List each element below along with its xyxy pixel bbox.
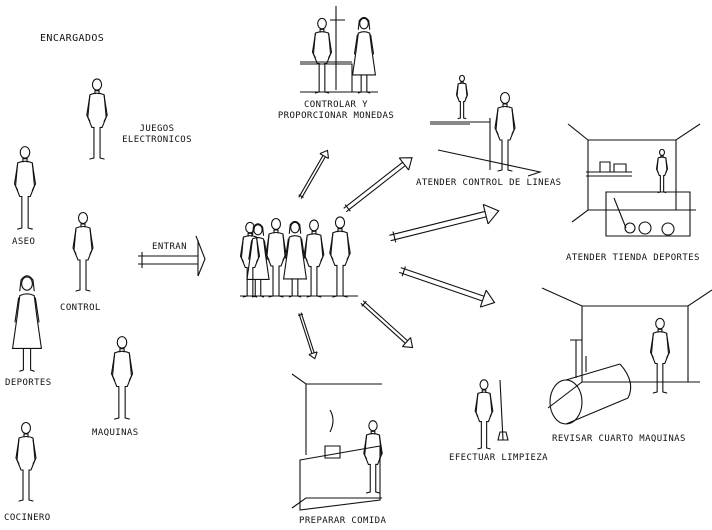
tienda-scene xyxy=(568,124,700,236)
maquinas-scene xyxy=(542,288,712,424)
label-aseo: ASEO xyxy=(12,237,36,247)
lineas-scene xyxy=(430,75,540,176)
arrow-to-lineas xyxy=(339,151,418,217)
visitor-group xyxy=(239,216,358,298)
label-control: CONTROL xyxy=(60,303,101,313)
label-juegos: JUEGOS ELECTRONICOS xyxy=(122,124,192,146)
arrow-to-limpieza xyxy=(357,297,418,353)
arrow-to-tienda xyxy=(386,200,502,249)
label-cocinero: COCINERO xyxy=(4,513,51,523)
label-maquinas: MAQUINAS xyxy=(92,428,139,438)
arrow-to-monedas xyxy=(295,147,333,201)
comida-scene xyxy=(292,374,383,510)
label-deportes: DEPORTES xyxy=(5,378,52,388)
label-comida: PREPARAR COMIDA xyxy=(299,516,387,526)
label-monedas-line1: CONTROLAR Y xyxy=(303,100,368,110)
staff-maquinas-figure xyxy=(110,336,134,420)
label-maquinas-activity: REVISAR CUARTO MAQUINAS xyxy=(552,434,686,444)
label-lineas: ATENDER CONTROL DE LINEAS xyxy=(416,178,562,188)
monedas-scene xyxy=(300,6,378,94)
staff-juegos-figure xyxy=(86,78,108,160)
arrow-to-comida xyxy=(295,311,320,361)
label-juegos-text: JUEGOS ELECTRONICOS xyxy=(122,124,192,145)
staff-cocinero-figure xyxy=(15,421,37,502)
staff-aseo-figure xyxy=(13,146,37,230)
limpieza-scene xyxy=(474,379,508,450)
staff-deportes-figure xyxy=(11,275,43,372)
label-monedas-line2: PROPORCIONAR MONEDAS xyxy=(277,111,395,121)
arrow-to-maquinas xyxy=(396,260,499,312)
label-limpieza: EFECTUAR LIMPIEZA xyxy=(449,453,548,463)
entry-arrow xyxy=(138,236,205,276)
label-entran: ENTRAN xyxy=(152,242,187,252)
staff-control-figure xyxy=(72,211,94,292)
label-tienda: ATENDER TIENDA DEPORTES xyxy=(566,253,700,263)
diagram-title: ENCARGADOS xyxy=(40,33,105,44)
